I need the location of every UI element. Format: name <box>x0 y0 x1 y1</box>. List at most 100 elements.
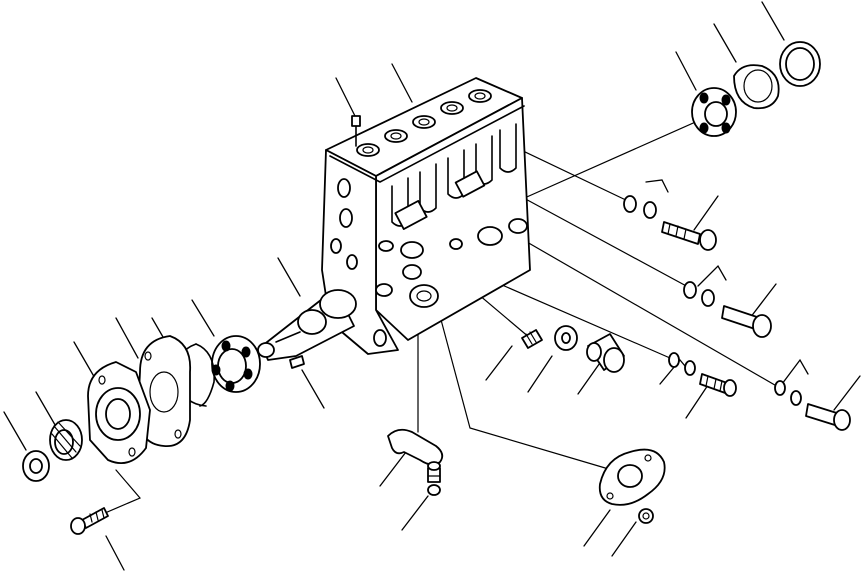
ball-bearing-inner <box>704 101 728 127</box>
leader-25 <box>611 521 637 557</box>
o-ring-inner <box>785 47 815 81</box>
housing-bore-a <box>400 241 424 259</box>
union-fitting-end <box>603 347 625 373</box>
spring-clip <box>387 428 444 466</box>
leader-11 <box>35 391 59 431</box>
bolt-4-head <box>833 409 851 431</box>
left-face-hole-5 <box>373 329 387 347</box>
axis-plate <box>439 315 613 471</box>
plug-thread <box>525 331 537 345</box>
leader-20 <box>685 381 711 419</box>
gasket-bolt-hole-1 <box>144 351 152 361</box>
housing-bore-g <box>378 240 394 252</box>
sealing-washer-hole <box>561 332 571 344</box>
washer-3b <box>684 360 696 376</box>
barrel-5 <box>499 123 517 173</box>
gasket-bolt-hole-2 <box>174 429 182 439</box>
cover-plate-bolt-hole-2 <box>606 492 614 500</box>
gasket-hole <box>149 371 179 413</box>
leader-3 <box>675 51 697 91</box>
axis-bolt-3 <box>519 237 781 389</box>
left-face-hole-4 <box>346 254 358 270</box>
leader-22 <box>379 451 407 487</box>
port-2-bore <box>390 132 402 140</box>
bearing-race-inner <box>743 69 773 103</box>
port-4 <box>440 101 464 115</box>
port-2 <box>384 129 408 143</box>
ball-4 <box>699 122 709 134</box>
washer-2b <box>701 289 715 307</box>
camshaft-taper-line <box>275 331 301 343</box>
ball-3 <box>721 122 731 134</box>
union-fitting-flange <box>586 342 602 362</box>
washer-2a <box>683 281 697 299</box>
leader-14 <box>105 535 125 571</box>
housing-bore-e <box>409 284 439 308</box>
port-3-bore <box>418 118 430 126</box>
leader-23 <box>401 495 429 531</box>
bolt-sets <box>623 195 851 431</box>
grease-nipple <box>427 461 441 496</box>
axis-bolt-2 <box>519 195 691 289</box>
leader-2 <box>391 63 413 103</box>
washer-4b <box>790 390 802 406</box>
housing-bore-f <box>375 283 393 297</box>
housing-stud-head <box>351 115 361 127</box>
washer-3a <box>668 352 680 368</box>
roller-1 <box>221 340 231 352</box>
port-3 <box>412 115 436 129</box>
bolt-3-thread <box>705 375 723 392</box>
housing-flange <box>329 105 525 183</box>
leader-16 <box>749 283 777 319</box>
bearing-cover-hole-1 <box>98 375 106 385</box>
leader-15 <box>693 195 719 231</box>
leader-21 <box>833 375 861 411</box>
left-face-hole-3 <box>330 238 342 254</box>
housing-bore-d <box>508 218 528 234</box>
cover-screw-head <box>70 517 86 535</box>
left-bearing-stack <box>22 335 261 535</box>
bearing-cover-bore <box>105 398 131 430</box>
leader-29 <box>781 358 809 385</box>
leader-5 <box>761 1 785 41</box>
woodruff-key <box>289 355 305 369</box>
small-nut-hole <box>642 512 650 520</box>
washer-4a <box>774 380 786 396</box>
bolt-1-thread <box>667 223 687 240</box>
washer-left-hole <box>29 458 43 474</box>
leader-9 <box>115 317 139 359</box>
housing-bore-e-inner <box>416 290 432 302</box>
roller-4 <box>225 380 235 392</box>
housing-boss-2 <box>454 170 486 198</box>
cover-plate-bolt-hole-1 <box>644 454 652 462</box>
callout-leaders <box>3 1 861 571</box>
oil-seal-inner <box>54 429 74 455</box>
leader-18 <box>527 355 553 393</box>
leader-26 <box>645 179 669 193</box>
cover-plate-hole <box>617 464 643 488</box>
camshaft <box>257 289 357 369</box>
roller-3 <box>243 368 253 380</box>
port-5-bore <box>474 92 486 100</box>
camshaft-lobe-2 <box>297 309 327 335</box>
roller-bearing-inner <box>217 348 247 384</box>
leader-12 <box>3 411 27 451</box>
small-nut <box>638 508 654 524</box>
roller-2 <box>241 346 251 358</box>
housing-bore-b <box>402 264 422 280</box>
leader-17 <box>485 345 513 381</box>
housing-bore-c <box>477 226 503 246</box>
oil-seal-hatch <box>51 421 81 459</box>
center-small-parts <box>387 325 666 524</box>
leader-24 <box>583 509 611 547</box>
leader-27 <box>697 264 727 287</box>
nipple-bottom <box>427 484 441 496</box>
camshaft-lobe-1 <box>319 289 357 319</box>
ball-1 <box>699 92 709 104</box>
left-face-hole-1 <box>337 178 351 198</box>
housing-bore-h <box>449 238 463 250</box>
washer-1a <box>623 195 637 213</box>
axis-screw <box>97 469 141 517</box>
